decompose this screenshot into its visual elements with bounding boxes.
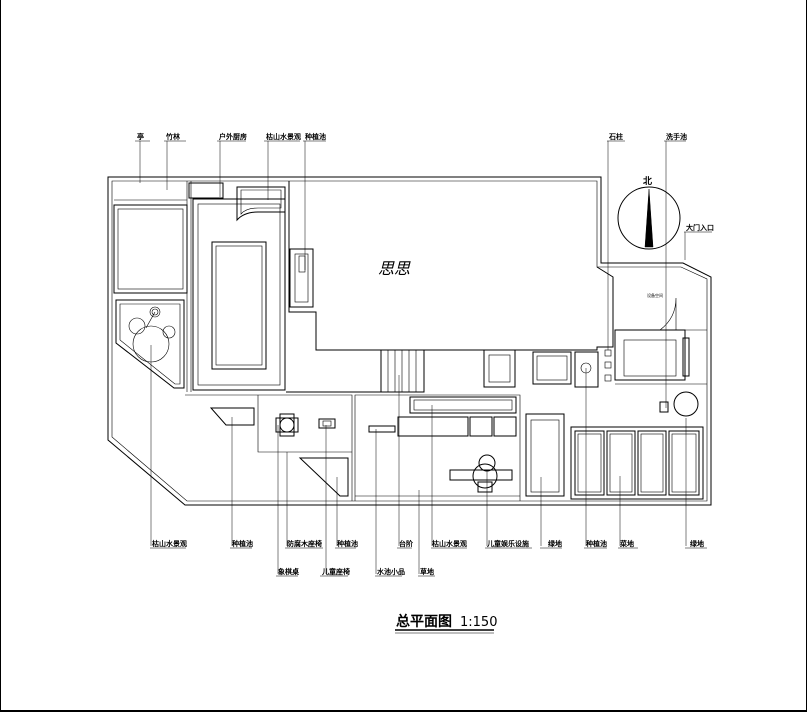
label-rockery-mid: 枯山水景观 bbox=[432, 539, 467, 548]
label-planter-top: 种植池 bbox=[304, 132, 326, 141]
south-east-zone bbox=[525, 413, 704, 500]
north-label: 北 bbox=[643, 175, 652, 187]
label-lawn: 草地 bbox=[420, 567, 434, 576]
south-west-zone bbox=[185, 394, 396, 501]
label-planter-2: 种植池 bbox=[336, 539, 358, 548]
steps bbox=[380, 349, 425, 393]
room-name: 思思 bbox=[378, 259, 411, 278]
west-garden bbox=[113, 181, 192, 392]
south-middle-zone bbox=[354, 394, 521, 501]
label-outdoor-kitchen: 户外厨房 bbox=[219, 132, 247, 141]
bottom-leaders bbox=[150, 345, 707, 577]
label-planter-3: 种植池 bbox=[585, 539, 607, 548]
label-rockery-left: 枯山水景观 bbox=[152, 539, 187, 548]
planter-top bbox=[289, 248, 314, 308]
label-kids-play: 儿童娱乐设施 bbox=[486, 539, 529, 548]
top-labels: 亭 竹林 户外厨房 枯山水景观 种植池 石柱 洗手池 大门入口 bbox=[137, 132, 714, 232]
label-planter-1: 种植池 bbox=[231, 539, 253, 548]
label-main-entrance: 大门入口 bbox=[686, 223, 714, 232]
middle-planters bbox=[483, 349, 599, 388]
label-table: 象棋桌 bbox=[278, 567, 299, 576]
label-pavilion: 亭 bbox=[137, 132, 144, 141]
label-kids-chair: 儿童座椅 bbox=[321, 567, 350, 576]
plan-scale: 1:150 bbox=[460, 615, 497, 630]
label-rockery-top: 枯山水景观 bbox=[266, 132, 301, 141]
label-wash-basin: 洗手池 bbox=[666, 132, 687, 141]
main-room: 思思 bbox=[286, 181, 614, 393]
kitchen-area bbox=[188, 182, 286, 391]
drawing-title: 总平面图 1:150 bbox=[395, 613, 497, 634]
east-entrance: 设备空间 bbox=[604, 292, 707, 417]
label-vegetable: 菜地 bbox=[619, 539, 634, 548]
site-boundary bbox=[107, 176, 712, 506]
label-bamboo: 竹林 bbox=[165, 132, 181, 141]
label-wood-seat: 防腐木座椅 bbox=[287, 539, 322, 548]
bottom-labels: 枯山水景观 种植池 防腐木座椅 种植池 台阶 枯山水景观 儿童娱乐设施 绿地 种… bbox=[152, 539, 704, 576]
small-note: 设备空间 bbox=[647, 292, 663, 298]
plan-title: 总平面图 bbox=[396, 613, 452, 630]
label-water-feature: 水池小品 bbox=[377, 567, 405, 576]
north-arrow: 北 bbox=[617, 175, 681, 250]
label-steps: 台阶 bbox=[399, 539, 414, 548]
label-stone-column: 石柱 bbox=[608, 132, 623, 141]
label-green-1: 绿地 bbox=[548, 539, 562, 548]
label-green-2: 绿地 bbox=[690, 539, 704, 548]
